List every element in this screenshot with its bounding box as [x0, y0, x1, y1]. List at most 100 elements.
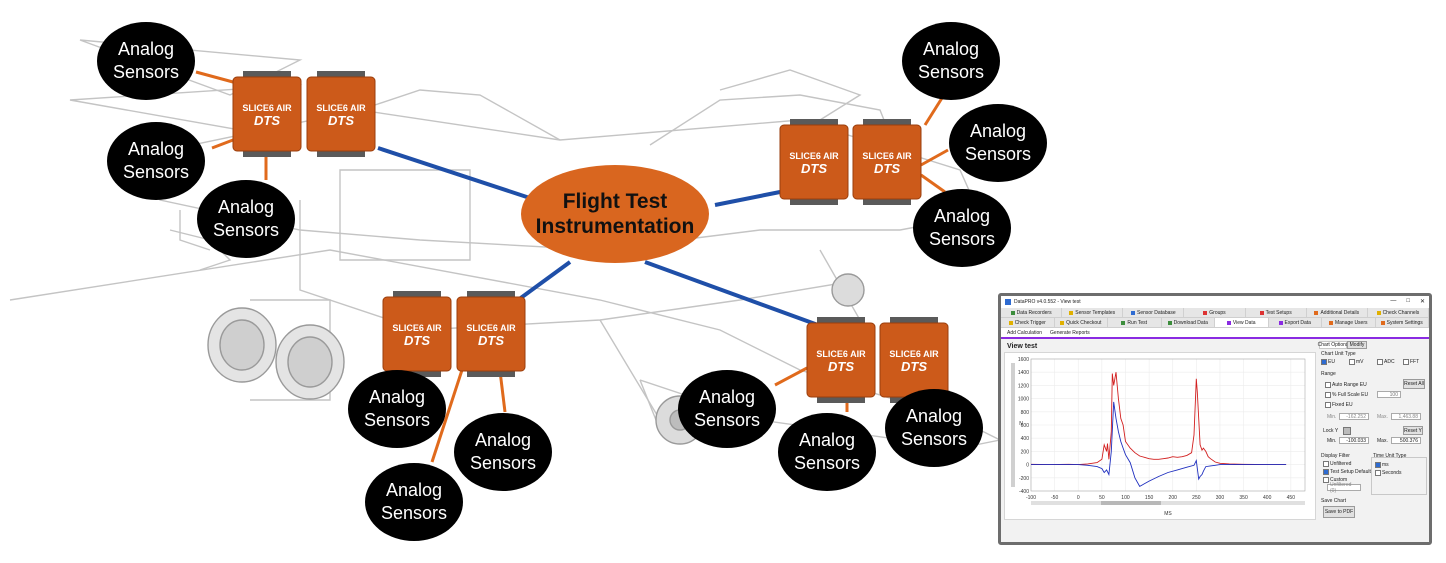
tab-label: Download Data	[1173, 319, 1208, 326]
unit-fft-radio[interactable]	[1403, 359, 1409, 365]
unit-eu-radio[interactable]	[1321, 359, 1327, 365]
full-scale-field[interactable]: 100	[1377, 391, 1401, 398]
y-tick-label: 1000	[1018, 397, 1029, 403]
sensor-lead-10	[774, 366, 808, 387]
time-seconds-radio[interactable]	[1375, 470, 1381, 476]
tab-check-channels[interactable]: Check Channels	[1368, 308, 1429, 317]
lock-min-field[interactable]: -100.033	[1339, 437, 1369, 444]
subtab-add-calculation[interactable]: Add Calculation	[1007, 329, 1043, 336]
y-axis-label: N	[1019, 421, 1023, 427]
maximize-icon[interactable]: □	[1406, 298, 1410, 304]
tab-label: Data Recorders	[1016, 309, 1052, 316]
tab-label: Additional Details	[1320, 309, 1360, 316]
hub-link-2	[714, 190, 781, 207]
tab-view-data[interactable]: View Data	[1215, 318, 1269, 327]
fixed-eu-label: Fixed EU	[1332, 402, 1353, 408]
lock-min-label: Min.	[1327, 438, 1337, 444]
save-chart-label: Save Chart	[1321, 498, 1347, 504]
lock-y-label: Lock Y	[1323, 428, 1339, 434]
filter-default-label: Test Setup Default	[1330, 469, 1371, 475]
tab-modify[interactable]: Modify	[1347, 341, 1367, 349]
save-to-pdf-button[interactable]: Save to PDF	[1323, 506, 1355, 518]
tab-check-trigger[interactable]: Check Trigger	[1001, 318, 1055, 327]
reset-all-button[interactable]: Reset All	[1403, 379, 1425, 389]
lock-y-toggle[interactable]	[1343, 427, 1351, 435]
engine-nozzles	[207, 273, 865, 445]
auto-range-label: Auto Range EU	[1332, 382, 1367, 388]
tab-chart-options[interactable]: Chart Options	[1317, 341, 1349, 349]
sensor-lead-8	[498, 370, 507, 413]
range-min-field[interactable]: -162.252	[1339, 413, 1369, 420]
range-max-field[interactable]: 1,463.88	[1391, 413, 1421, 420]
tab-label: View Data	[1232, 319, 1256, 326]
full-scale-checkbox[interactable]	[1325, 392, 1331, 398]
hub-title-line1: Flight Test	[562, 190, 668, 213]
filter-custom-label: Custom	[1330, 477, 1348, 483]
tab-sensor-database[interactable]: Sensor Database	[1123, 308, 1185, 317]
tab-label: Check Trigger	[1014, 319, 1046, 326]
module-connector-top	[243, 71, 291, 79]
subtabs: Add Calculation Generate Reports	[1001, 328, 1429, 339]
tab-label: Test Setups	[1265, 309, 1292, 316]
x-scrollbar-thumb[interactable]	[1101, 501, 1161, 505]
tab-icon	[1259, 310, 1264, 315]
tab-label: Run Test	[1127, 319, 1148, 326]
y-tick-label: 400	[1021, 436, 1030, 442]
sensor-lead-4	[923, 97, 944, 126]
sensor-label-line1: Analog	[127, 139, 185, 159]
filter-default-radio[interactable]	[1323, 469, 1329, 475]
minimize-icon[interactable]: —	[1390, 298, 1397, 304]
y-tick-label: 0	[1026, 463, 1029, 469]
sensor-label-line2: Sensors	[964, 144, 1032, 164]
fixed-eu-checkbox[interactable]	[1325, 402, 1331, 408]
tab-label: Quick Checkout	[1066, 319, 1102, 326]
x-scrollbar-track[interactable]	[1031, 501, 1305, 505]
sensor-label-line2: Sensors	[793, 453, 861, 473]
x-tick-label: 350	[1239, 495, 1248, 501]
tab-icon	[1226, 320, 1231, 325]
sensor-label-line1: Analog	[698, 387, 756, 407]
close-icon[interactable]: ✕	[1419, 299, 1425, 305]
y-scrollbar[interactable]	[1011, 363, 1015, 487]
module-body	[382, 296, 452, 372]
tab-system-settings[interactable]: System Settings	[1376, 318, 1429, 327]
auto-range-checkbox[interactable]	[1325, 382, 1331, 388]
dts-logo: DTS	[828, 359, 854, 374]
tab-sensor-templates[interactable]: Sensor Templates	[1062, 308, 1124, 317]
dts-logo: DTS	[478, 333, 504, 348]
reset-y-button[interactable]: Reset Y	[1403, 426, 1423, 435]
tab-manage-users[interactable]: Manage Users	[1322, 318, 1376, 327]
tab-label: Check Channels	[1382, 309, 1420, 316]
lock-max-field[interactable]: 500.376	[1391, 437, 1421, 444]
time-ms-radio[interactable]	[1375, 462, 1381, 468]
filter-custom-radio[interactable]	[1323, 477, 1329, 483]
custom-filter-field[interactable]: Unfiltered (0)	[1327, 482, 1361, 494]
y-tick-label: 800	[1021, 410, 1030, 416]
tab-test-setups[interactable]: Test Setups	[1246, 308, 1307, 317]
nozzle-left-inner	[219, 319, 265, 371]
unit-adc-radio[interactable]	[1377, 359, 1383, 365]
tab-export-data[interactable]: Export Data	[1269, 318, 1322, 327]
full-scale-label: % Full Scale EU	[1332, 392, 1369, 398]
range-max-label: Max.	[1377, 414, 1388, 420]
filter-unfiltered-radio[interactable]	[1323, 461, 1329, 467]
tab-quick-checkout[interactable]: Quick Checkout	[1055, 318, 1108, 327]
unit-mv-radio[interactable]	[1349, 359, 1355, 365]
tab-run-test[interactable]: Run Test	[1108, 318, 1162, 327]
tab-groups[interactable]: Groups	[1184, 308, 1246, 317]
tab-download-data[interactable]: Download Data	[1162, 318, 1215, 327]
tab-additional-details[interactable]: Additional Details	[1307, 308, 1368, 317]
panel-title: View test	[1007, 343, 1038, 350]
sensor-label-line1: Analog	[385, 480, 443, 500]
module-connector-top	[790, 119, 838, 127]
tab-data-recorders[interactable]: Data Recorders	[1001, 308, 1063, 317]
tab-icon	[1131, 310, 1136, 315]
subtab-generate-reports[interactable]: Generate Reports	[1050, 329, 1090, 336]
tab-icon	[1278, 320, 1283, 325]
y-tick-label: -200	[1019, 476, 1029, 482]
